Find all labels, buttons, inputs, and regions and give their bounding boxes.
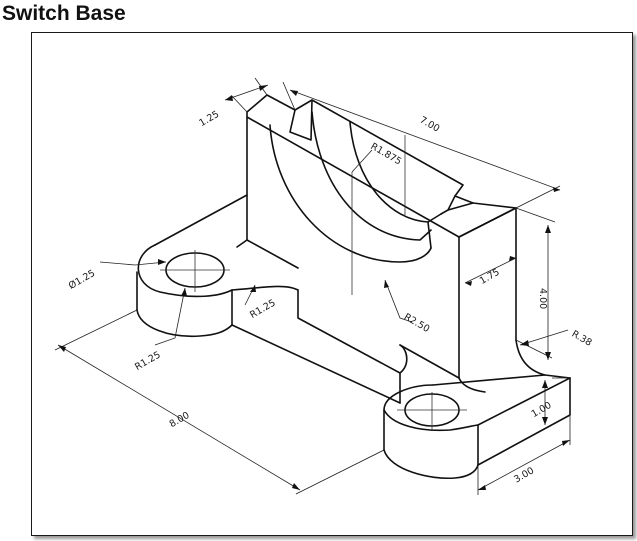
dim-1-00: 1.00 <box>530 400 554 420</box>
dim-4-00: 4.00 <box>537 288 548 309</box>
drawing-title: Switch Base <box>2 2 126 25</box>
dim-r-38: R.38 <box>570 329 594 349</box>
dimension-lines <box>54 77 571 495</box>
dim-3-00: 3.00 <box>512 465 536 485</box>
dim-r2-50: R2.50 <box>402 312 432 335</box>
dim-r1-25-lobe: R1.25 <box>133 350 163 373</box>
part-outline <box>136 94 571 480</box>
dim-1-75: 1.75 <box>478 267 502 287</box>
drawing-frame <box>31 32 633 536</box>
dim-1-25-top: 1.25 <box>197 109 221 129</box>
dim-r1-25-fillet: R1.25 <box>248 298 278 321</box>
arrowheads <box>58 85 570 490</box>
center-lines <box>160 135 467 430</box>
dimension-labels: 1.25 7.00 R1.875 Ø1.25 R1.25 R1.25 1.75 … <box>67 109 594 485</box>
dim-r1-875: R1.875 <box>369 141 404 167</box>
dim-dia-1-25: Ø1.25 <box>67 268 97 292</box>
dim-7-00: 7.00 <box>418 115 442 135</box>
